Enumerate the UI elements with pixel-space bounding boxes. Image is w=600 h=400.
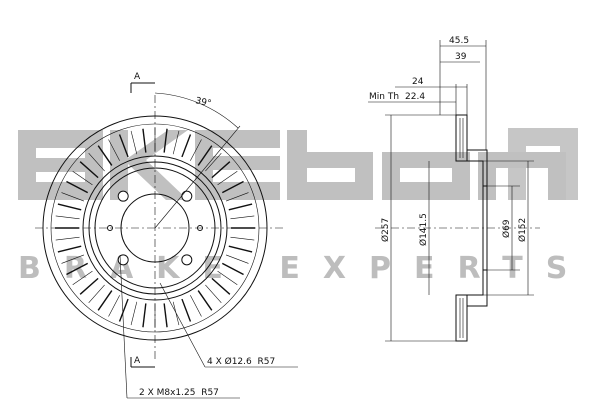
cooling-vane	[228, 203, 253, 211]
rotor-vent-gap	[459, 118, 464, 338]
cooling-vane	[97, 290, 113, 311]
cooling-vane	[228, 245, 253, 253]
cooling-vane	[172, 130, 180, 155]
cooling-vane	[142, 128, 147, 153]
thread-hole-leader	[119, 254, 128, 399]
cooling-vane	[205, 152, 222, 172]
stud-holes-callout: 4 X Ø12.6 R57	[207, 356, 275, 367]
cooling-vane	[221, 180, 244, 194]
cooling-vane	[221, 262, 244, 276]
cooling-vane	[217, 170, 238, 186]
dim-total-width: 45.5	[449, 36, 469, 46]
cooling-vane	[181, 298, 192, 322]
cooling-vane	[55, 215, 80, 220]
cooling-vane	[130, 130, 138, 155]
dim-outer-diameter: Ø257	[380, 218, 391, 242]
cooling-vane	[79, 277, 99, 295]
thread-holes-callout: 2 X M8x1.25 R57	[139, 388, 219, 398]
cooling-vane	[61, 254, 85, 264]
cooling-vane	[66, 180, 89, 194]
cooling-vane	[163, 303, 168, 328]
dim-hat-height: 39	[455, 52, 467, 62]
front-view: A A 39° 4 X Ø12.6 R57 2 X M8x1.25 R57	[35, 72, 298, 399]
angle-label: 39°	[194, 96, 212, 109]
cooling-vane	[163, 128, 168, 153]
cooling-vane	[225, 192, 249, 202]
section-marker-top: A	[134, 72, 141, 82]
cooling-vane	[97, 145, 113, 166]
cooling-vane	[181, 134, 192, 158]
watermark-logo: BRAKE EXPERTS	[18, 128, 590, 286]
cooling-vane	[57, 203, 82, 211]
dim-hat-diameter: Ø152	[517, 218, 528, 242]
cooling-vane	[108, 139, 120, 161]
cooling-vane	[197, 290, 213, 311]
cooling-vane	[142, 303, 147, 328]
min-thickness-prefix: Min Th	[369, 92, 399, 102]
cooling-vane	[211, 277, 231, 295]
angle-leader	[154, 125, 241, 229]
dim-thickness: 24	[412, 77, 424, 87]
side-view: 45.5 39 24 Min Th 22.4 Ø257 Ø141.5 Ø69 Ø…	[368, 36, 540, 342]
cooling-vane	[88, 152, 105, 172]
cooling-vane	[118, 134, 129, 158]
cooling-vane	[230, 236, 255, 241]
stud-hole	[117, 190, 129, 202]
angle-arc	[154, 92, 239, 129]
cooling-vane	[61, 192, 85, 202]
cooling-vane	[55, 236, 80, 241]
cooling-vane	[72, 170, 93, 186]
cooling-vane	[197, 145, 213, 166]
cooling-vane	[225, 254, 249, 264]
dim-hub-face-diameter: Ø141.5	[418, 213, 429, 246]
stud-hole	[181, 254, 193, 266]
cooling-vane	[217, 270, 238, 286]
watermark-tagline: BRAKE EXPERTS	[18, 251, 590, 286]
cooling-vane	[66, 262, 89, 276]
section-marker-bottom: A	[134, 356, 141, 366]
stud-hole-leader	[159, 282, 206, 368]
dim-center-bore: Ø69	[501, 219, 512, 238]
cooling-vane	[108, 295, 120, 317]
cooling-vane	[57, 245, 82, 253]
cooling-vane	[130, 301, 138, 326]
cooling-vane	[190, 295, 202, 317]
cooling-vane	[190, 139, 202, 161]
cooling-vane	[118, 298, 129, 322]
cooling-vane	[205, 284, 222, 304]
stud-hole	[181, 190, 193, 202]
cooling-vane	[230, 215, 255, 220]
min-thickness-value: 22.4	[405, 92, 425, 102]
cooling-vane	[211, 161, 231, 179]
stud-hole	[117, 254, 129, 266]
cooling-vane	[88, 284, 105, 304]
cooling-vane	[72, 270, 93, 286]
cooling-vane	[79, 161, 99, 179]
